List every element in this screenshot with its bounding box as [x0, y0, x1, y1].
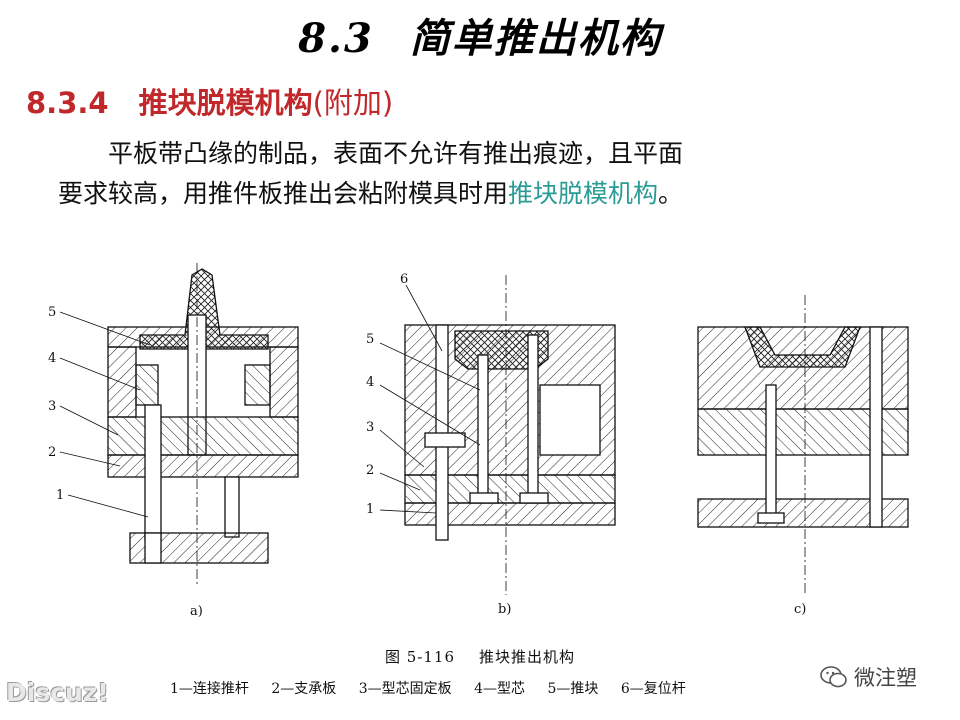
callout-b-1: 1: [366, 502, 374, 517]
callout-a-2: 2: [48, 445, 56, 460]
sub-label-c: c): [794, 602, 806, 617]
paragraph-line-2-text: 要求较高，用推件板推出会粘附模具时用: [58, 179, 509, 208]
legend-item: 5—推块: [547, 681, 599, 697]
wechat-icon: [820, 666, 847, 688]
watermark-wechat-text: 微注塑: [854, 666, 917, 690]
figure-caption: 图 5-116 推块推出机构: [0, 646, 960, 667]
section-number: 8.3.4: [26, 86, 109, 120]
callout-b-3: 3: [366, 420, 374, 435]
callout-b-6: 6: [400, 272, 408, 287]
drawing-c: [697, 295, 909, 595]
section-heading: 8.3.4 推块脱模机构(附加): [26, 80, 393, 122]
callout-b-2: 2: [366, 463, 374, 478]
paragraph-line-1: 平板带凸缘的制品，表面不允许有推出痕迹，且平面: [108, 139, 684, 168]
title-text: 简单推出机构: [409, 15, 662, 62]
legend-item: 3—型芯固定板: [358, 681, 452, 697]
slide-title: 8.3 简单推出机构: [0, 6, 960, 64]
legend-item: 4—型芯: [474, 681, 526, 697]
drawing-a: [59, 263, 299, 585]
figure-legend: 1—连接推杆 2—支承板 3—型芯固定板 4—型芯 5—推块 6—复位杆: [170, 678, 704, 698]
callout-a-1: 1: [56, 488, 64, 503]
callout-b-5: 5: [366, 332, 374, 347]
section-note: (附加): [312, 86, 394, 120]
callout-a-5: 5: [48, 305, 56, 320]
legend-item: 1—连接推杆: [170, 681, 249, 697]
watermark-wechat: 微注塑: [820, 662, 917, 692]
sub-label-a: a): [190, 604, 203, 619]
figure-title: 推块推出机构: [479, 648, 576, 666]
mold-drawing: 5 4 3 2 1 a): [48, 263, 909, 619]
paragraph-line-2-end: 。: [658, 179, 684, 208]
legend-item: 2—支承板: [271, 681, 337, 697]
paragraph-highlight: 推块脱模机构: [508, 179, 659, 208]
mold-figure: 5 4 3 2 1 a): [40, 255, 920, 625]
body-paragraph: 平板带凸缘的制品，表面不允许有推出痕迹，且平面 要求较高，用推件板推出会粘附模具…: [58, 134, 918, 214]
callout-a-3: 3: [48, 399, 56, 414]
title-number: 8.3: [298, 15, 374, 62]
watermark-discuz: Discuz!: [6, 678, 109, 707]
sub-label-b: b): [498, 602, 511, 617]
callout-a-4: 4: [48, 351, 56, 366]
legend-item: 6—复位杆: [620, 681, 686, 697]
figure-number: 图 5-116: [384, 648, 455, 666]
section-text: 推块脱模机构: [138, 86, 313, 120]
drawing-b: [379, 275, 616, 595]
callout-b-4: 4: [366, 375, 374, 390]
paragraph-line-2: 要求较高，用推件板推出会粘附模具时用推块脱模机构。: [58, 179, 683, 208]
